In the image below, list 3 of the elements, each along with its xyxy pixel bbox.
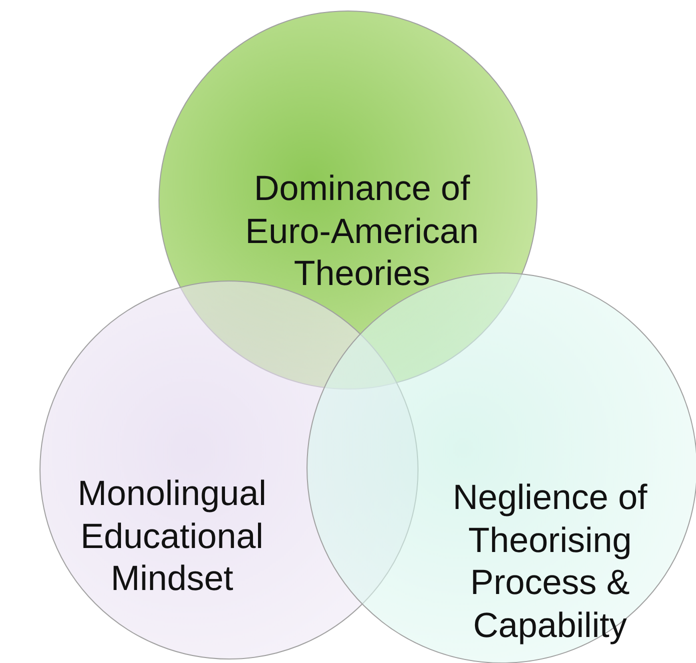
circle-label: Dominance of Euro-American Theories [244,168,480,296]
circle-label: Monolingual Educational Mindset [76,473,268,600]
circle-label: Neglience of Theorising Process & Capability [452,477,648,648]
